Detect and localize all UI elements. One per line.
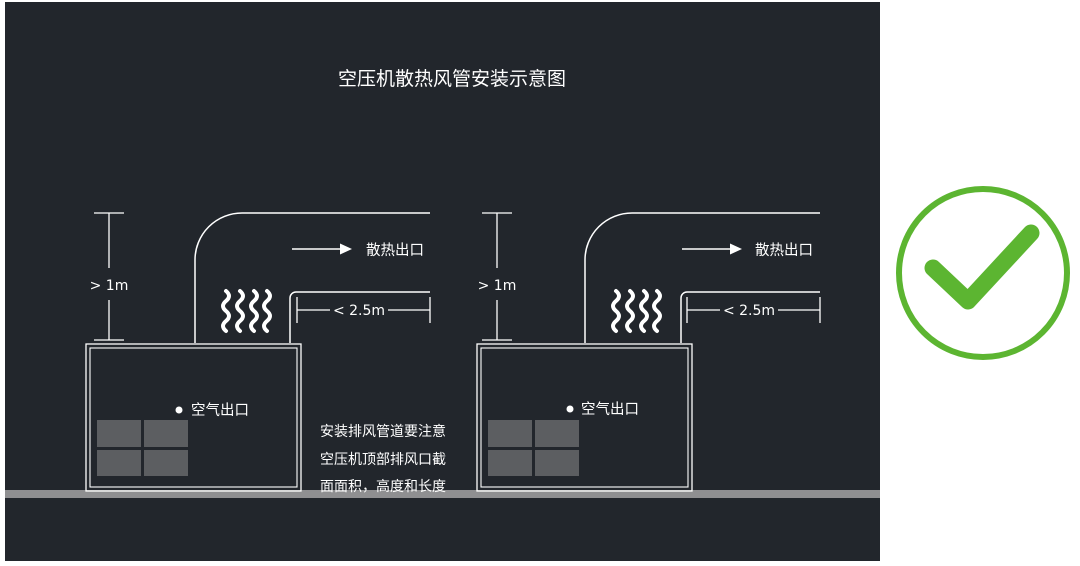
note-line-1: 安装排风管道要注意 [320, 423, 446, 440]
length-dimension-1 [296, 297, 431, 323]
air-outlet-dot-1 [175, 406, 183, 414]
length-dimension-2 [686, 297, 821, 323]
height-dimension-1 [94, 212, 124, 341]
heat-waves-icon [611, 289, 662, 333]
check-mark-icon [896, 186, 1070, 360]
intake-grille-2 [488, 420, 579, 476]
outlet-label-1: 散热出口 [366, 242, 424, 259]
note-line-3: 面面积，高度和长度 [320, 478, 446, 495]
air-outlet-dot-2 [566, 405, 574, 413]
height-label-1: > 1m [90, 278, 129, 294]
length-label-2: < 2.5m [723, 303, 775, 319]
compressor-housing-2 [476, 343, 693, 492]
outlet-arrow-1 [292, 243, 352, 255]
outlet-label-2: 散热出口 [755, 242, 813, 259]
exhaust-duct-2 [584, 212, 820, 343]
length-label-1: < 2.5m [333, 303, 385, 319]
compressor-unit-1: > 1m 散热出口 < 2.5m [85, 212, 431, 492]
intake-grille-1 [97, 420, 188, 476]
air-outlet-label-2: 空气出口 [581, 401, 639, 418]
installation-note: 安装排风管道要注意 空压机顶部排风口截 面面积，高度和长度 [320, 423, 446, 495]
heat-waves-icon [221, 289, 272, 333]
height-dimension-2 [482, 212, 512, 341]
exhaust-duct-1 [194, 212, 430, 343]
compressor-housing-1 [85, 343, 302, 492]
note-line-2: 空压机顶部排风口截 [320, 452, 446, 468]
outlet-arrow-2 [682, 243, 742, 255]
height-label-2: > 1m [478, 278, 517, 294]
diagram-title: 空压机散热风管安装示意图 [338, 68, 566, 90]
floor-line [5, 490, 880, 498]
air-outlet-label-1: 空气出口 [191, 402, 249, 419]
compressor-unit-2: > 1m 散热出口 < 2.5m [476, 212, 821, 492]
